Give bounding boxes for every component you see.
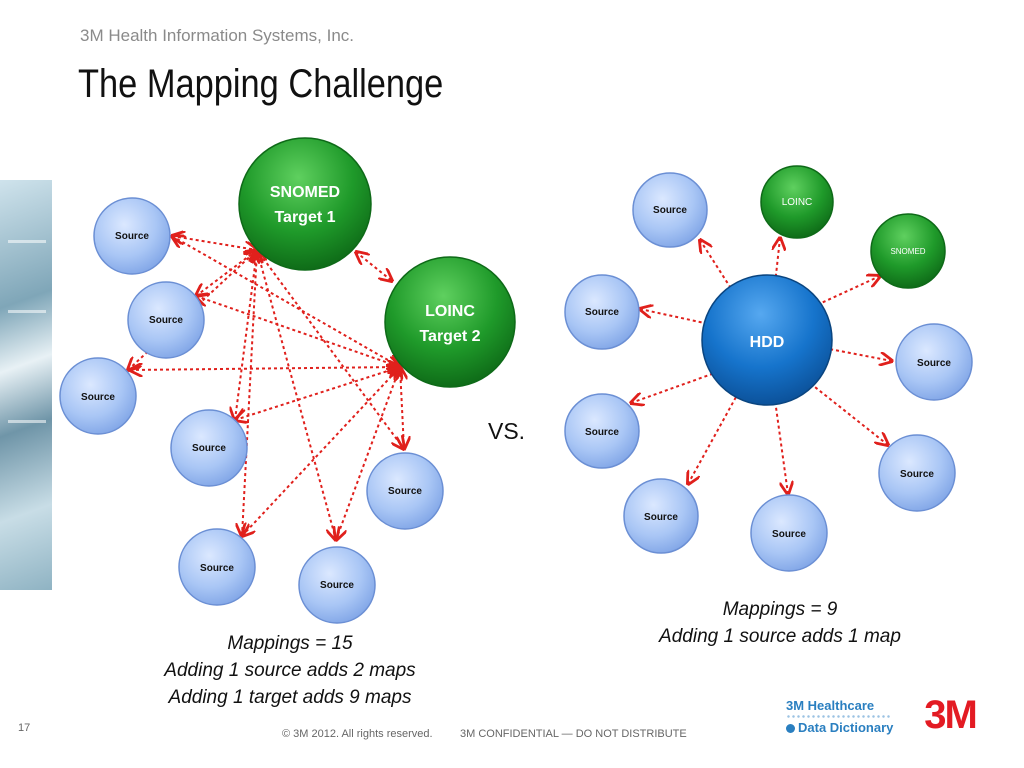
source-node: Source	[178, 528, 256, 606]
source-label: Source	[644, 512, 678, 523]
caption-line: Adding 1 source adds 2 maps	[164, 660, 416, 681]
source-label: Source	[200, 563, 234, 574]
hdd-product-logo: 3M Healthcare Data Dictionary	[786, 698, 893, 736]
arrow	[235, 367, 400, 420]
company-name: 3M Health Information Systems, Inc.	[80, 26, 354, 45]
source-label: Source	[388, 486, 422, 497]
source-node: Source	[170, 409, 248, 487]
dot-divider	[786, 715, 890, 718]
source-node: Source	[632, 172, 708, 248]
arrow	[130, 367, 400, 370]
source-label: Source	[772, 529, 806, 540]
arrow	[257, 250, 336, 540]
caption-line: Adding 1 source adds 1 map	[659, 626, 901, 647]
target-node-loinc: LOINC Target 2	[384, 256, 516, 388]
copyright-notice: © 3M 2012. All rights reserved.	[282, 728, 433, 740]
source-node: Source	[366, 452, 444, 530]
target-role: Target 2	[419, 328, 480, 345]
target-name: SNOMED	[890, 247, 925, 256]
side-photo	[0, 180, 52, 590]
source-label: Source	[917, 358, 951, 369]
target-node-loinc: LOINC	[760, 165, 834, 239]
source-label: Source	[653, 205, 687, 216]
page-title: The Mapping Challenge	[78, 62, 444, 106]
source-label: Source	[900, 469, 934, 480]
target-name: SNOMED	[270, 184, 340, 201]
arrow	[400, 367, 404, 449]
confidential-notice: 3M CONFIDENTIAL — DO NOT DISTRIBUTE	[460, 728, 687, 740]
hub-label: HDD	[750, 334, 785, 351]
target-node-snomed: SNOMED Target 1	[238, 137, 372, 271]
source-node: Source	[564, 274, 640, 350]
right-caption: Mappings = 9 Adding 1 source adds 1 map	[620, 596, 940, 650]
source-node: Source	[623, 478, 699, 554]
source-label: Source	[149, 315, 183, 326]
caption-line: Mappings = 9	[722, 599, 838, 620]
source-label: Source	[81, 392, 115, 403]
arrow	[196, 250, 257, 296]
source-node: Source	[878, 434, 956, 512]
source-node: Source	[93, 197, 171, 275]
vs-label: VS.	[488, 418, 526, 444]
source-label: Source	[192, 443, 226, 454]
arrow	[257, 250, 404, 449]
source-node: Source	[298, 546, 376, 624]
source-node: Source	[564, 393, 640, 469]
source-node: Source	[895, 323, 973, 401]
arrow	[336, 367, 400, 540]
arrow	[196, 296, 400, 367]
source-label: Source	[320, 580, 354, 591]
left-caption: Mappings = 15 Adding 1 source adds 2 map…	[120, 630, 460, 711]
source-label: Source	[585, 307, 619, 318]
source-label: Source	[115, 231, 149, 242]
caption-line: Adding 1 target adds 9 maps	[168, 687, 412, 708]
arrow	[242, 250, 257, 536]
source-node: Source	[59, 357, 137, 435]
source-label: Source	[585, 427, 619, 438]
hdd-logo-line2: Data Dictionary	[798, 720, 894, 735]
target-name: LOINC	[782, 197, 813, 208]
page-number: 17	[18, 722, 31, 734]
left-arrows	[128, 236, 404, 540]
arrow	[235, 250, 257, 420]
caption-line: Mappings = 15	[227, 633, 353, 654]
source-node: Source	[127, 281, 205, 359]
hub-node-hdd: HDD	[701, 274, 833, 406]
svg-text:3M: 3M	[924, 693, 976, 734]
target-node-snomed: SNOMED	[870, 213, 946, 289]
target-name: LOINC	[425, 303, 475, 320]
source-node: Source	[750, 494, 828, 572]
arrow	[356, 252, 392, 281]
target-role: Target 1	[274, 209, 335, 226]
hdd-logo-line1: 3M Healthcare	[786, 698, 875, 713]
dot-icon	[786, 724, 795, 733]
3m-logo: 3M	[924, 693, 978, 734]
